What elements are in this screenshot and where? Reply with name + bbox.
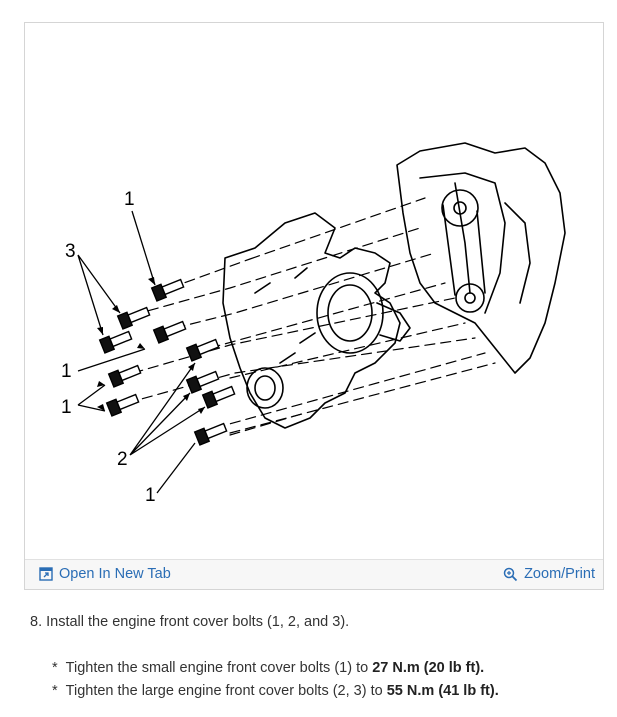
crank-sprocket (455, 283, 485, 313)
zoom-print-link[interactable]: Zoom/Print (503, 566, 595, 582)
bolt (185, 338, 220, 362)
callout-2: 2 (117, 449, 128, 470)
callout-1-left: 1 (61, 361, 72, 382)
list-item: * Tighten the small engine front cover b… (52, 660, 499, 683)
zoom-print-label: Zoom/Print (524, 566, 595, 582)
bolt (185, 370, 220, 394)
torque-value: 55 N.m (41 lb ft). (386, 683, 499, 699)
engine-front-cover-diagram: 1 3 1 1 2 1 (61, 142, 566, 506)
instruction-bullets: * Tighten the small engine front cover b… (52, 660, 499, 706)
figure-toolbar: Open In New Tab Zoom/Print (25, 559, 603, 589)
callout-1-mid: 1 (61, 397, 72, 418)
external-tab-icon (39, 567, 53, 581)
bolts (98, 278, 236, 446)
instruction-step: 8. Install the engine front cover bolts … (30, 614, 350, 630)
bolt (201, 385, 236, 409)
cam-sprocket (441, 189, 479, 227)
bullet-marker: * (52, 683, 58, 699)
engine-block (396, 142, 566, 374)
bolt (116, 306, 151, 330)
bullet-text: Tighten the large engine front cover bol… (65, 683, 499, 699)
open-in-new-tab-label: Open In New Tab (59, 566, 171, 582)
bolt (107, 364, 142, 388)
bolt (150, 278, 185, 302)
magnifier-plus-icon (503, 567, 518, 581)
list-item: * Tighten the large engine front cover b… (52, 683, 499, 706)
bolt (152, 320, 187, 344)
bullet-marker: * (52, 660, 58, 676)
front-cover (222, 212, 401, 429)
crank-seal-opening (246, 367, 284, 409)
callout-1-top: 1 (124, 189, 135, 210)
callout-3: 3 (65, 241, 76, 262)
figure-card: 1 3 1 1 2 1 Open In New Tab Zoom/Print (24, 22, 604, 590)
torque-value: 27 N.m (20 lb ft). (372, 660, 485, 676)
callout-1-bottom: 1 (145, 485, 156, 506)
bolt (98, 330, 133, 354)
bolt (193, 422, 228, 446)
bolt (105, 393, 140, 417)
open-in-new-tab-link[interactable]: Open In New Tab (39, 566, 171, 582)
bullet-text: Tighten the small engine front cover bol… (65, 660, 485, 676)
